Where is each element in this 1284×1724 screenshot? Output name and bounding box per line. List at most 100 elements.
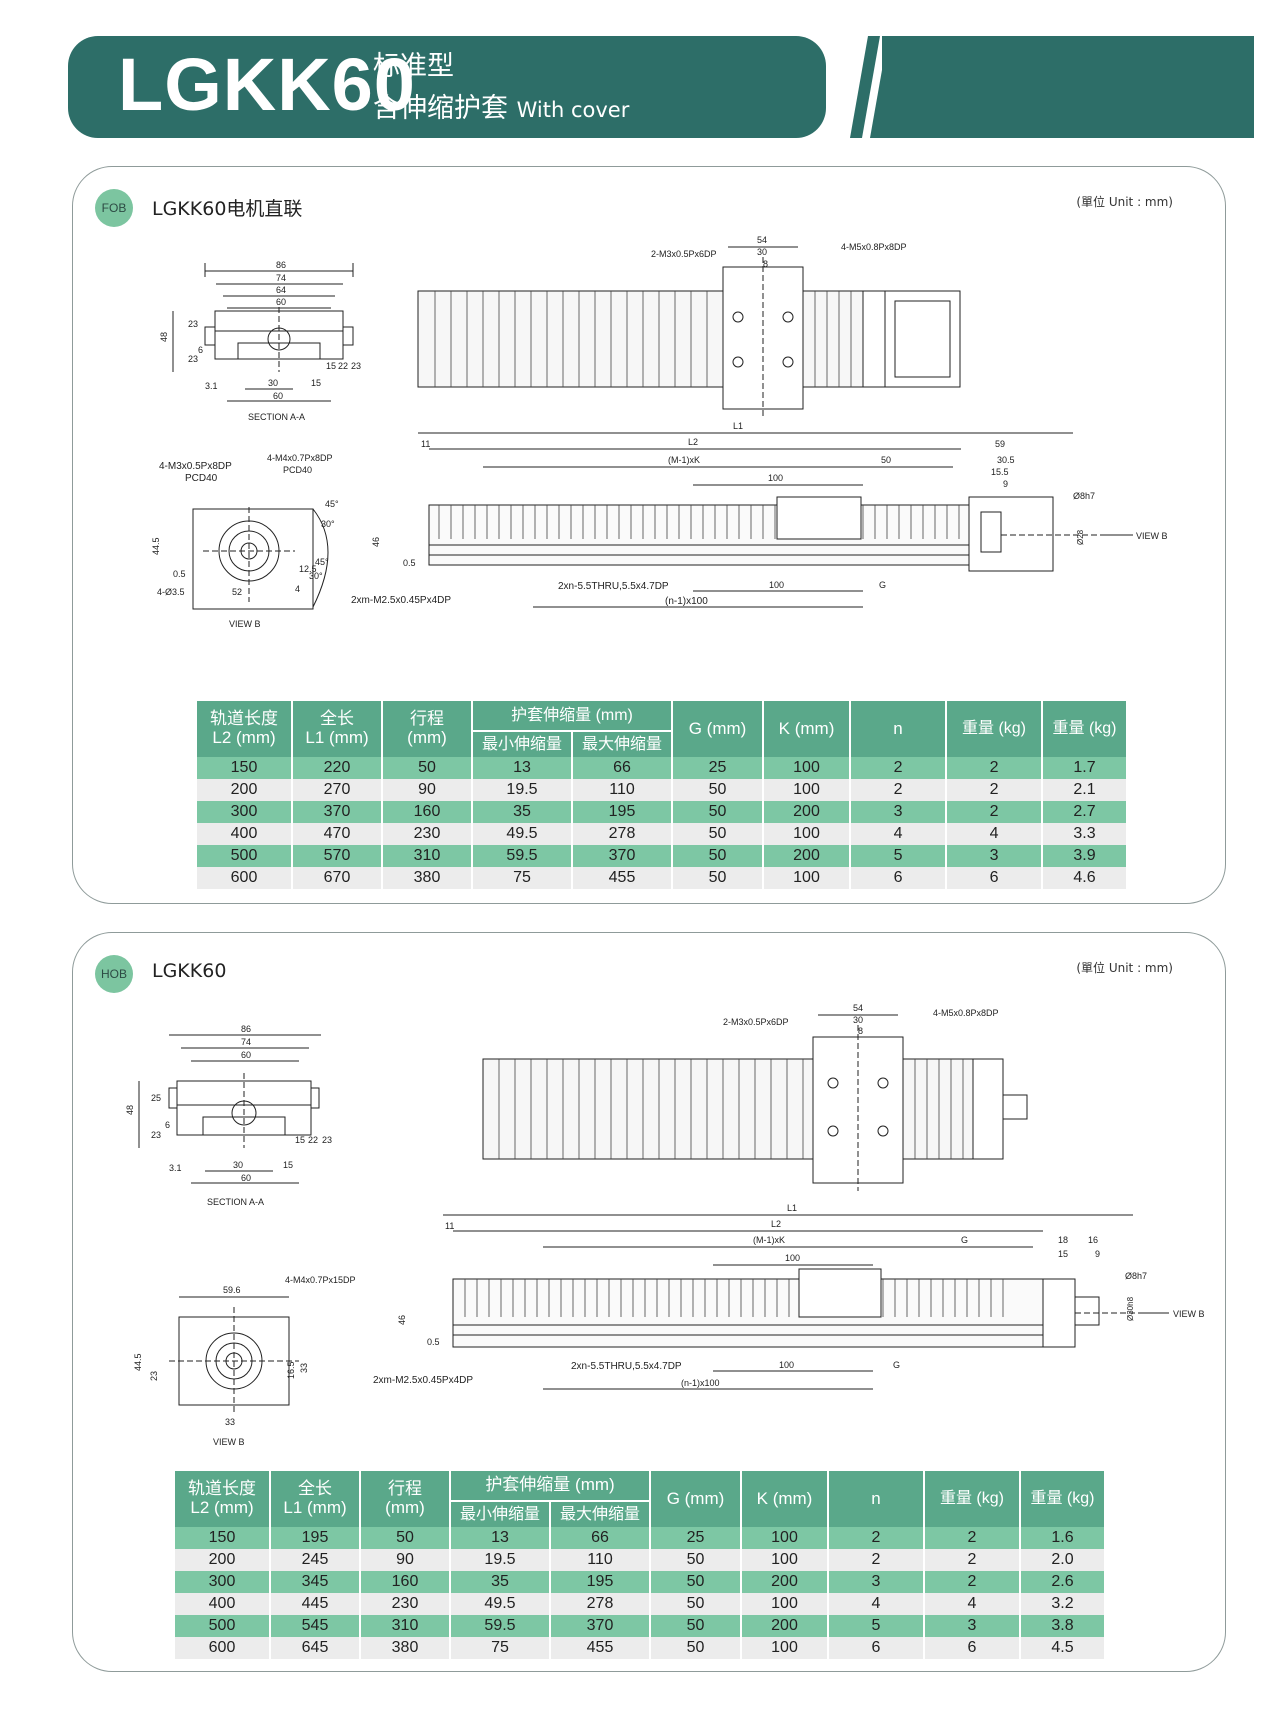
table-cell: 100: [741, 1549, 829, 1571]
dim-label: 86: [241, 1024, 251, 1034]
dim-label: 60: [241, 1050, 251, 1060]
table-cell: 370: [572, 845, 674, 867]
col-header-cover: 护套伸缩量 (mm): [472, 701, 674, 731]
table-cell: 35: [472, 801, 573, 823]
table-cell: 2: [946, 779, 1044, 801]
table-cell: 25: [650, 1527, 742, 1549]
dim-label: 6: [198, 345, 203, 355]
table-cell: 600: [197, 867, 293, 889]
table-cell: 4: [924, 1593, 1021, 1615]
table-cell: 75: [472, 867, 573, 889]
dim-label: 48: [125, 1105, 135, 1115]
dim-label: Ø30h8: [1126, 1296, 1135, 1321]
callout-label: 2-M3x0.5Px6DP: [723, 1017, 789, 1027]
table-cell: 400: [197, 823, 293, 845]
table-cell: 50: [650, 1549, 742, 1571]
col-header-cover-max: 最大伸缩量: [550, 1500, 651, 1527]
dim-label: 23: [188, 319, 198, 329]
table-cell: 200: [763, 845, 852, 867]
section-aa-drawing: 86 74 64 60 48 23 23 6 15 22 23 3.1 30 1…: [159, 260, 361, 422]
table-cell: 3.2: [1020, 1593, 1106, 1615]
dim-label: 46: [397, 1315, 407, 1325]
dim-label: 15: [326, 361, 336, 371]
table-cell: 500: [175, 1615, 271, 1637]
table-cell: 310: [382, 845, 473, 867]
unit-note: (單位 Unit : mm): [1076, 195, 1173, 209]
callout-label: 4-M5x0.8Px8DP: [933, 1008, 999, 1018]
table-cell: 300: [175, 1571, 271, 1593]
dim-label: 44.5: [151, 537, 161, 555]
table-cell: 200: [741, 1571, 829, 1593]
dim-label: 45°: [325, 499, 339, 509]
dim-label: (n-1)x100: [681, 1378, 720, 1388]
table-cell: 370: [292, 801, 383, 823]
table-cell: 1.6: [1020, 1527, 1106, 1549]
table-cell: 13: [472, 757, 573, 779]
side-view-drawing: L1 L2 11 (M-1)xK G 18 16 15 9 100 Ø8h7 Ø…: [373, 1203, 1205, 1390]
callout-label: 4-M5x0.8Px8DP: [841, 242, 907, 252]
dim-label: 54: [853, 1003, 863, 1013]
dim-label: G: [893, 1360, 900, 1370]
table-cell: 13: [450, 1527, 551, 1549]
table-cell: 445: [270, 1593, 361, 1615]
table-cell: 370: [550, 1615, 651, 1637]
view-b-drawing: 4-M3x0.5Px8DP PCD40 4-M4x0.7Px8DP PCD40 …: [151, 453, 339, 629]
table-cell: 100: [741, 1527, 829, 1549]
top-view-drawing: 54 30 8 2-M3x0.5Px6DP 4-M5x0.8Px8DP: [482, 1003, 1028, 1191]
table-cell: 300: [197, 801, 293, 823]
col-header-n: n: [850, 701, 948, 757]
dim-label: 18: [1058, 1235, 1068, 1245]
dim-label: Ø28: [1076, 529, 1085, 545]
section-title: LGKK60电机直联: [152, 198, 303, 220]
table-cell: 500: [197, 845, 293, 867]
table-cell: 110: [572, 779, 674, 801]
dim-label: 46: [371, 537, 381, 547]
table-cell: 50: [672, 801, 765, 823]
col-header-cover-min: 最小伸缩量: [472, 730, 573, 757]
dim-label: 60: [241, 1173, 251, 1183]
col-header-weight: 重量 (kg): [924, 1471, 1021, 1527]
col-header-weight: 重量 (kg): [1042, 701, 1129, 757]
dim-label: 15: [295, 1135, 305, 1145]
table-cell: 50: [650, 1637, 742, 1659]
dim-label: 4-Ø3.5: [157, 587, 185, 597]
table-cell: 2: [924, 1571, 1021, 1593]
dim-label: 30: [757, 247, 767, 257]
table-cell: 2: [946, 801, 1044, 823]
table-cell: 2: [924, 1527, 1021, 1549]
table-cell: 100: [763, 867, 852, 889]
table-cell: 50: [672, 867, 765, 889]
table-cell: 200: [175, 1549, 271, 1571]
dim-label: (n-1)x100: [665, 596, 708, 607]
table-cell: 19.5: [450, 1549, 551, 1571]
dim-label: 3.1: [205, 381, 218, 391]
table-cell: 600: [175, 1637, 271, 1659]
table-cell: 670: [292, 867, 383, 889]
section-badge: HOB: [95, 955, 133, 993]
col-header-weight: 重量 (kg): [1020, 1471, 1106, 1527]
section-fob: FOB LGKK60电机直联 (單位 Unit : mm) 86 74 64 6…: [72, 166, 1226, 904]
dim-label: (M-1)xK: [668, 455, 700, 465]
table-cell: 4: [828, 1593, 925, 1615]
callout-label: 2xm-M2.5x0.45Px4DP: [373, 1375, 473, 1386]
table-cell: 380: [382, 867, 473, 889]
view-label: VIEW B: [229, 619, 261, 629]
dim-label: 11: [445, 1221, 454, 1231]
table-cell: 195: [270, 1527, 361, 1549]
table-cell: 150: [197, 757, 293, 779]
table-cell: 50: [360, 1527, 451, 1549]
view-label: VIEW B: [213, 1437, 245, 1447]
table-cell: 160: [360, 1571, 451, 1593]
table-cell: 2.1: [1042, 779, 1129, 801]
dim-label: 23: [322, 1135, 332, 1145]
table-cell: 2: [828, 1527, 925, 1549]
